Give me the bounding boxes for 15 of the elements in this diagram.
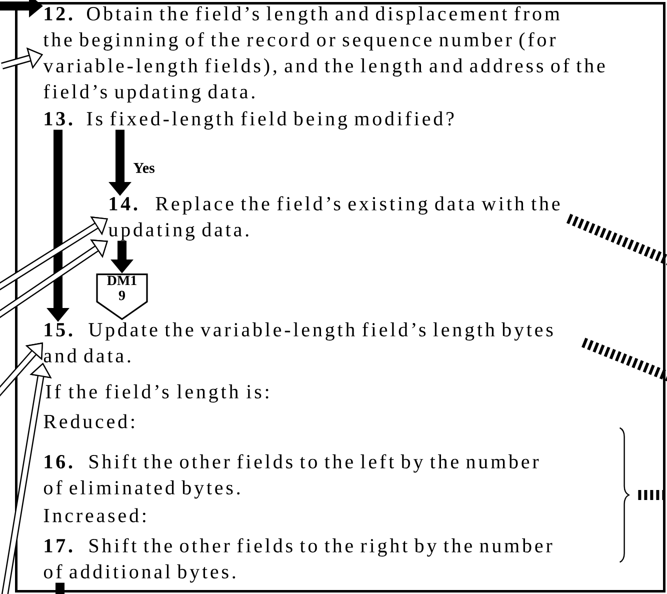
note-text: If the field’s length is:	[46, 384, 268, 403]
input-arrow	[0, 239, 108, 321]
step-text: 15. Update the variable-length field’s length bytes and data.	[44, 322, 553, 363]
note-text: Reduced:	[44, 414, 134, 428]
input-arrow	[1, 48, 43, 70]
step-text: 12. Obtain the field’s length and displacement from the beginning of the record or sequence number (for variable-length fields), and the length and address of the field’s updating data.	[43, 6, 605, 103]
note-text: Increased:	[44, 508, 146, 522]
bracket	[619, 427, 630, 563]
step-text: 16. Shift the other fields to the left by the number of eliminated bytes.	[44, 454, 539, 499]
step-text: 14. Replace the field’s existing data with the updating data.	[108, 196, 560, 241]
edge-label: Yes	[133, 163, 155, 173]
process-box	[15, 2, 666, 592]
off-page-connector: DM1 9	[96, 274, 148, 320]
step-text: 13. Is fixed-length field being modified?	[44, 111, 454, 130]
step-text: 17. Shift the other fields to the right by the number of additional bytes.	[44, 538, 552, 583]
